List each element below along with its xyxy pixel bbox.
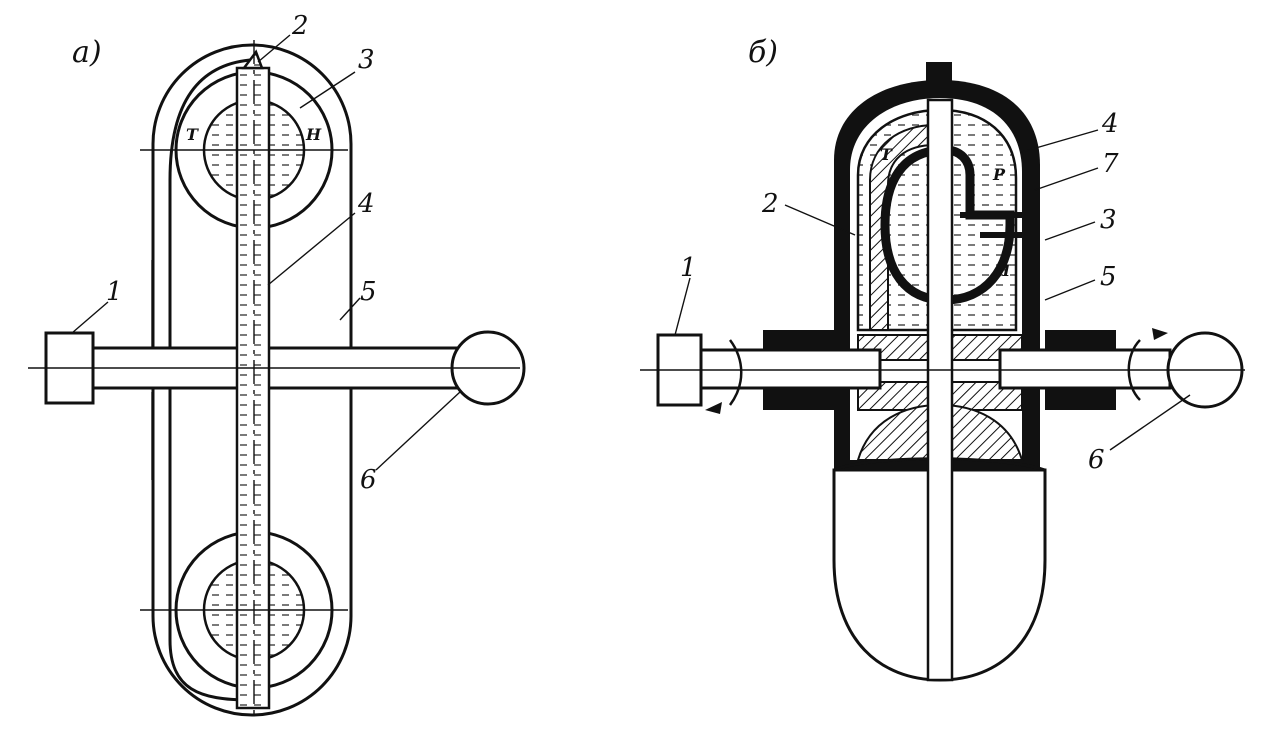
figure-b-converter [640, 62, 1245, 682]
callout-2-b: 2 [761, 189, 779, 219]
reactor-letter-b: Р [992, 165, 1006, 184]
reactor-arm [960, 212, 1033, 238]
leader-1-a [71, 301, 109, 334]
casing-cap [926, 62, 952, 88]
callout-2-a: 2 [291, 11, 309, 41]
disc-tip-top [241, 49, 264, 70]
callout-5-a: 5 [360, 277, 377, 307]
leader-6-b [1109, 394, 1191, 451]
pump-letter-b: Н [994, 261, 1011, 280]
leader-2-a [257, 34, 291, 63]
rotation-arrow-left [728, 339, 743, 406]
callout-4-a: 4 [357, 189, 375, 219]
figure-a-coupling [28, 34, 526, 720]
leader-3-b [1044, 221, 1096, 241]
input-shaft-b [698, 348, 882, 390]
callout-5-b: 5 [1100, 262, 1117, 292]
leader-4-b [1021, 129, 1099, 153]
central-disc-4 [235, 66, 271, 710]
arrow-head-right [1152, 328, 1168, 340]
callout-6-b: 6 [1088, 445, 1105, 475]
centre-plate [926, 98, 954, 682]
leader-5-b [1044, 279, 1096, 301]
leader-7-b [1034, 167, 1099, 191]
arrow-head-left [705, 402, 722, 414]
callout-4-b: 4 [1101, 109, 1119, 139]
callout-6-a: 6 [360, 465, 377, 495]
callout-1-b: 1 [680, 253, 697, 283]
callout-7-b: 7 [1102, 149, 1119, 179]
leader-1-b [674, 277, 691, 336]
casing-inner-wall [168, 58, 251, 702]
figure-a-label: а) [72, 35, 102, 70]
leader-5-a [339, 297, 361, 321]
leader-4-a [267, 212, 356, 286]
turbine-letter-b: Т [880, 145, 893, 164]
callout-1-a: 1 [106, 277, 123, 307]
figure-b-label: б) [748, 35, 778, 70]
callout-3-b: 3 [1100, 205, 1117, 235]
leader-6-a [375, 391, 461, 471]
output-shaft-b [998, 348, 1172, 390]
leader-2-b [784, 204, 856, 236]
pump-letter-a: Н [305, 125, 322, 144]
callout-3-a: 3 [358, 45, 375, 75]
leader-3-a [299, 71, 356, 109]
turbine-letter-a: Т [186, 125, 199, 144]
